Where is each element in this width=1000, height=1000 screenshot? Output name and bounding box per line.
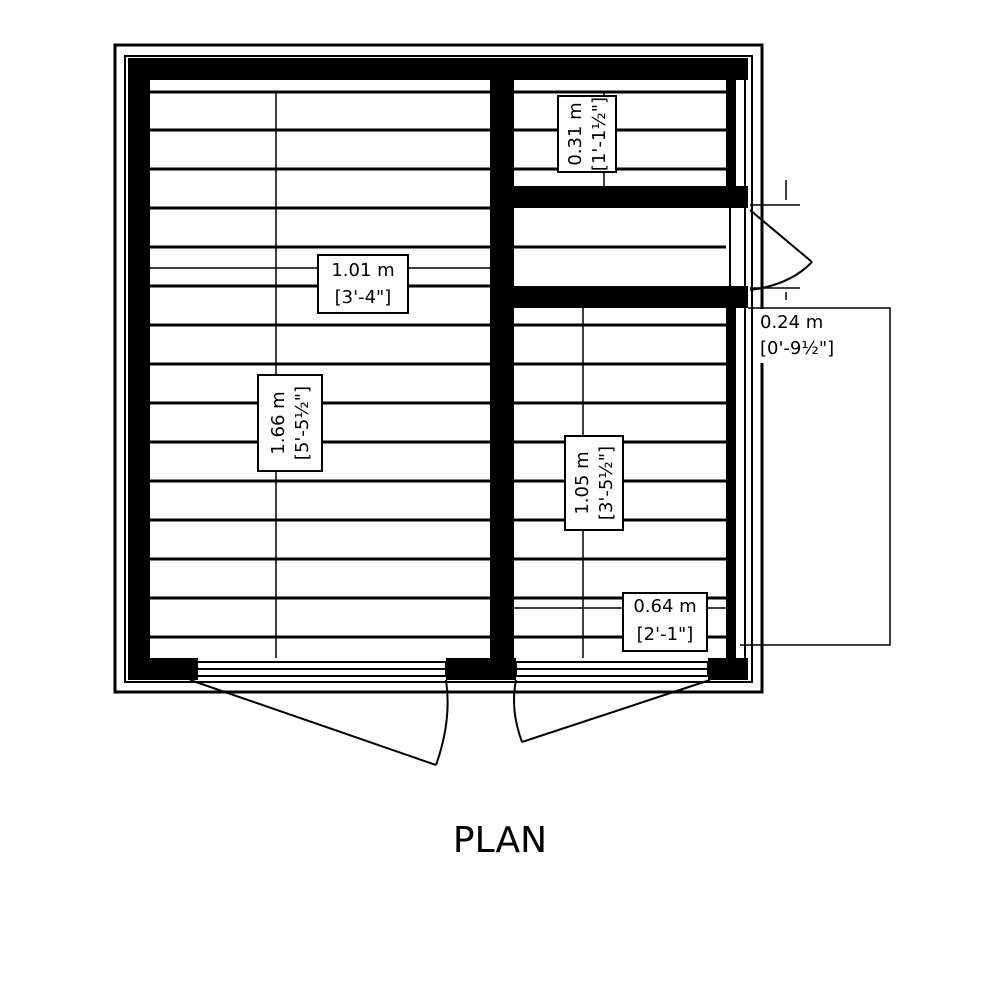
svg-text:0.31 m: 0.31 m xyxy=(565,102,586,165)
svg-text:1.01 m: 1.01 m xyxy=(331,260,394,281)
right-door-leaf xyxy=(521,679,711,743)
front-door-frame xyxy=(195,661,709,677)
svg-text:1.66 m: 1.66 m xyxy=(268,391,289,454)
svg-text:[3'-4"]: [3'-4"] xyxy=(335,287,392,308)
left-door-leaf xyxy=(189,679,437,766)
right-outer-wall xyxy=(729,60,746,660)
svg-text:0.64 m: 0.64 m xyxy=(633,596,696,617)
dim-small-top: 0.31 m [1'-1½"] xyxy=(557,95,617,173)
right-door-arc xyxy=(513,679,523,743)
svg-text:[3'-5½"]: [3'-5½"] xyxy=(596,446,617,520)
lower-partition xyxy=(514,286,748,308)
walls xyxy=(128,58,748,680)
svg-text:[1'-1½"]: [1'-1½"] xyxy=(589,97,610,171)
dim-side-door: 0.24 m [0'-9½"] xyxy=(757,309,843,363)
left-wall xyxy=(128,58,150,680)
plan-title: PLAN xyxy=(453,820,547,861)
outer-outline xyxy=(113,43,764,694)
dim-right-depth: 1.05 m [3'-5½"] xyxy=(564,435,624,531)
door-swings xyxy=(189,209,813,766)
svg-text:[2'-1"]: [2'-1"] xyxy=(637,624,694,645)
dim-main-width: 1.01 m [3'-4"] xyxy=(317,254,409,314)
floor-boards xyxy=(150,90,726,639)
upper-partition xyxy=(514,186,748,208)
svg-text:[5'-5½"]: [5'-5½"] xyxy=(292,386,313,460)
left-door-arc xyxy=(435,679,449,766)
svg-text:0.24 m: 0.24 m xyxy=(760,312,823,333)
bottom-wall-left xyxy=(128,658,198,680)
side-door-leaf xyxy=(749,209,813,263)
svg-text:[0'-9½"]: [0'-9½"] xyxy=(760,338,834,359)
side-door-arc xyxy=(749,261,813,291)
center-partition xyxy=(490,58,514,680)
top-wall xyxy=(128,58,748,80)
dim-right-width: 0.64 m [2'-1"] xyxy=(622,592,708,652)
dim-main-depth: 1.66 m [5'-5½"] xyxy=(257,374,323,472)
svg-text:1.05 m: 1.05 m xyxy=(572,451,593,514)
